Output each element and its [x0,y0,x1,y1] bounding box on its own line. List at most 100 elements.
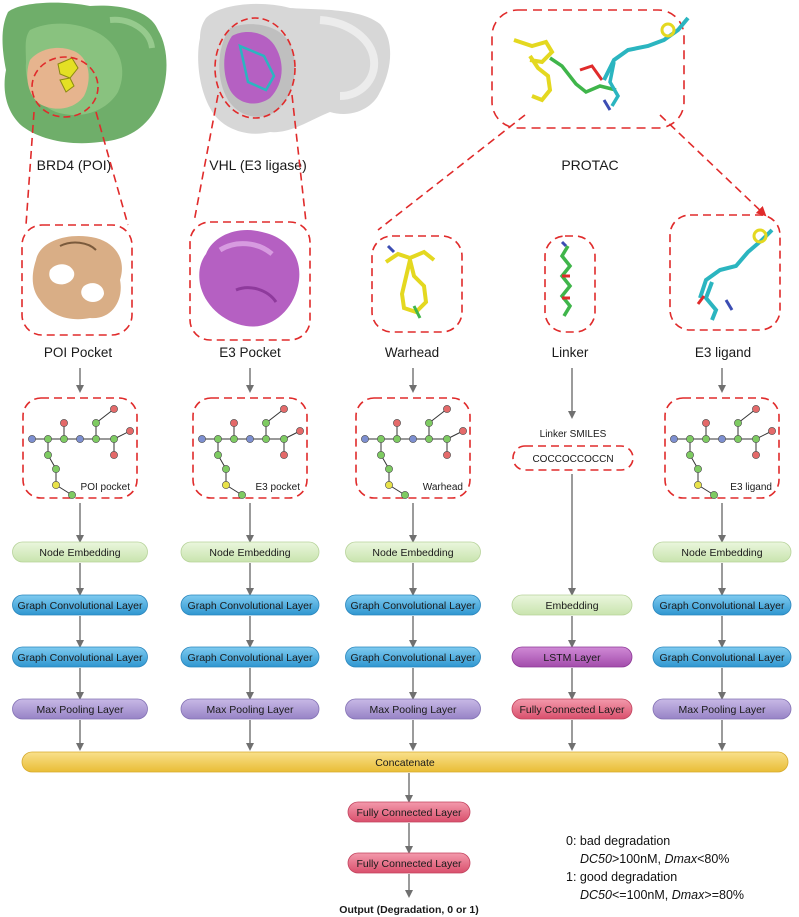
e3ligand-graph: E3 ligand [664,397,780,499]
layer-label: Graph Convolutional Layer [660,652,785,664]
graph-atom [734,419,742,427]
poi-layer-3: Max Pooling Layer [12,698,148,720]
graph-atom [702,435,710,443]
graph-atom [222,465,230,473]
layer-box [652,594,792,616]
graph-atom [222,481,230,489]
poi-pocket-title: POI Pocket [44,345,113,360]
layer-label: Graph Convolutional Layer [188,600,313,612]
graph-atom [52,465,60,473]
graph-atom [694,465,702,473]
legend-line-bad: 0: bad degradation [566,834,670,848]
e3-ligand-title: E3 ligand [695,345,751,360]
e3-pocket-title: E3 Pocket [219,345,281,360]
layer-label: Node Embedding [372,547,453,559]
graph-atom [92,435,100,443]
layer-label: Graph Convolutional Layer [351,600,476,612]
linker-layer-2: Fully Connected Layer [511,698,633,720]
linker-box [544,235,596,333]
e3-pocket-box [189,221,311,341]
graph-atom [68,491,76,499]
e3-layer-1: Graph Convolutional Layer [180,594,320,616]
layer-label: Graph Convolutional Layer [18,652,143,664]
head-fc-layer-0: Fully Connected Layer [347,801,471,823]
e3ligand-graph-label: E3 ligand [730,482,772,493]
graph-atom [694,481,702,489]
e3ligand-layer-3: Max Pooling Layer [652,698,792,720]
graph-atom [246,435,254,443]
layer-label: Fully Connected Layer [356,807,462,819]
warhead-graph: Warhead [355,397,471,499]
graph-atom [280,435,288,443]
graph-atom [425,419,433,427]
vhl-surface-image [198,3,391,134]
layer-box [180,646,320,668]
graph-atom [718,435,726,443]
graph-atom [443,405,451,413]
legend-line-bad-criteria: DC50>100nM, Dmax<80% [580,852,729,866]
graph-atom [214,435,222,443]
graph-atom [214,451,222,459]
graph-atom [734,435,742,443]
graph-atom [198,435,206,443]
e3-graph-label: E3 pocket [256,482,301,493]
e3-layer-0: Node Embedding [180,541,320,563]
layer-label: Node Embedding [209,547,290,559]
protac-molecule-image [513,16,690,111]
graph-atom [385,465,393,473]
layer-box [345,698,481,720]
layer-box [652,541,792,563]
poi-layer-1: Graph Convolutional Layer [12,594,148,616]
graph-atom [443,435,451,443]
layer-label: Fully Connected Layer [356,858,462,870]
graph-atom [443,451,451,459]
concatenate-bar [21,751,789,773]
linker-smiles-title: Linker SMILES [540,429,607,440]
graph-box [355,397,471,499]
graph-atom [230,435,238,443]
graph-atom [262,435,270,443]
protac-label: PROTAC [561,157,618,173]
layer-box [12,541,148,563]
graph-atom [768,427,776,435]
graph-atom [126,427,134,435]
graph-atom [670,435,678,443]
graph-atom [377,451,385,459]
graph-atom [409,435,417,443]
layer-box [12,698,148,720]
graph-box [192,397,308,499]
graph-atom [110,451,118,459]
layer-label: Graph Convolutional Layer [18,600,143,612]
layer-box [345,646,481,668]
layer-label: Max Pooling Layer [679,704,766,716]
vhl-pocket-highlight [214,17,296,119]
poi-layer-2: Graph Convolutional Layer [12,646,148,668]
graph-atom [92,419,100,427]
layer-label: Graph Convolutional Layer [351,652,476,664]
warhead-layer-2: Graph Convolutional Layer [345,646,481,668]
layer-label: Max Pooling Layer [370,704,457,716]
graph-atom [60,419,68,427]
layer-box [652,646,792,668]
concatenate-label: Concatenate [375,757,435,769]
graph-box [22,397,138,499]
layer-label: Graph Convolutional Layer [188,652,313,664]
layer-label: Node Embedding [681,547,762,559]
graph-atom [401,491,409,499]
warhead-graph-label: Warhead [423,482,463,493]
graph-atom [44,435,52,443]
warhead-molecule-image [384,244,436,319]
graph-atom [752,405,760,413]
layer-box [12,594,148,616]
poi-pocket-surface-image [32,236,122,320]
graph-atom [60,435,68,443]
linker-smiles-box [512,445,634,471]
graph-atom [52,481,60,489]
graph-box [664,397,780,499]
layer-box [180,594,320,616]
legend-line-good: 1: good degradation [566,870,677,884]
